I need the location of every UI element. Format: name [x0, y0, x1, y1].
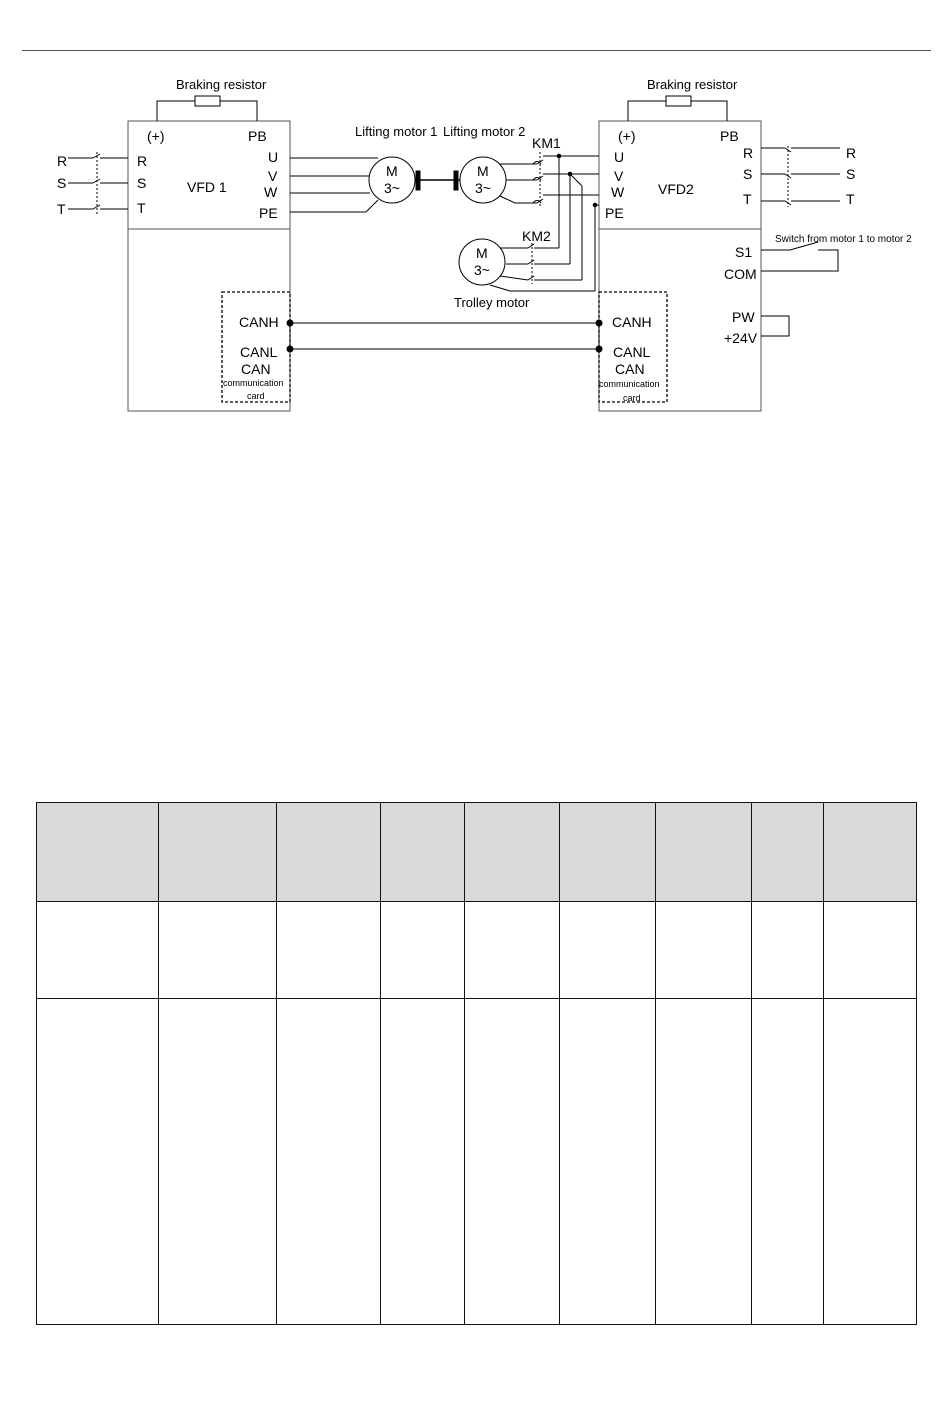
switch-label: Switch from motor 1 to motor 2: [775, 234, 912, 245]
motor1-m: M: [386, 163, 398, 179]
table-row: [36, 901, 917, 999]
vfd2-box: [598, 120, 762, 412]
table-header-cell: [276, 802, 381, 902]
table-cell: [559, 998, 656, 1325]
motor2-m: M: [477, 163, 489, 179]
supply-left-s: S: [57, 175, 66, 191]
vfd2-input-t: T: [743, 191, 752, 207]
vfd2-output-u: U: [614, 149, 624, 165]
table-cell: [158, 998, 277, 1325]
table-cell: [276, 901, 381, 999]
supply-right-t: T: [846, 191, 855, 207]
supply-right-r: R: [846, 145, 856, 161]
vfd1-pb-label: PB: [248, 128, 267, 144]
table-cell: [823, 901, 917, 999]
km2-label: KM2: [522, 228, 551, 244]
table-header-row: [36, 802, 917, 902]
table-cell: [36, 901, 159, 999]
trolley-phase: 3~: [474, 262, 490, 278]
vfd2-24v: +24V: [724, 330, 758, 346]
vfd1-input-t: T: [137, 200, 146, 216]
table-cell: [380, 901, 465, 999]
vfd1-card-line1: communication: [223, 378, 284, 388]
trolley-m: M: [476, 245, 488, 261]
table-header-cell: [158, 802, 277, 902]
vfd1-output-w: W: [264, 184, 278, 200]
table-cell: [36, 998, 159, 1325]
empty-table: [36, 802, 917, 1325]
table-cell: [751, 901, 824, 999]
table-cell: [464, 901, 560, 999]
vfd2-card-line1: communication: [599, 379, 660, 389]
table-header-cell: [751, 802, 824, 902]
vfd2-card-line2: card: [623, 393, 641, 403]
table-header-cell: [464, 802, 560, 902]
vfd1-input-r: R: [137, 153, 147, 169]
table-cell: [464, 998, 560, 1325]
vfd2-output-w: W: [611, 184, 625, 200]
table-row: [36, 998, 917, 1325]
table-cell: [751, 998, 824, 1325]
wiring-diagram: Braking resistor (+) PB VFD 1 R S T U V …: [57, 77, 912, 412]
vfd2-can: CAN: [615, 361, 645, 377]
vfd2-input-r: R: [743, 145, 753, 161]
vfd1-output-pe: PE: [259, 205, 278, 221]
vfd2-pw: PW: [732, 309, 755, 325]
table-header-cell: [823, 802, 917, 902]
lifting-motor-2-label: Lifting motor 2: [443, 124, 525, 139]
table-cell: [655, 901, 752, 999]
vfd2-output-pe: PE: [605, 205, 624, 221]
km1-label: KM1: [532, 135, 561, 151]
vfd1-output-v: V: [268, 168, 278, 184]
motor1-phase: 3~: [384, 180, 400, 196]
vfd1-name: VFD 1: [187, 179, 227, 195]
lifting-motor-1-label: Lifting motor 1: [355, 124, 437, 139]
vfd1-input-s: S: [137, 175, 146, 191]
vfd1-braking-resistor-label: Braking resistor: [176, 77, 267, 92]
vfd1-braking-resistor-symbol: [194, 95, 221, 107]
vfd1-output-u: U: [268, 149, 278, 165]
vfd2-braking-resistor-label: Braking resistor: [647, 77, 738, 92]
motor2-phase: 3~: [475, 180, 491, 196]
trolley-motor-symbol: [458, 238, 506, 286]
supply-left-t: T: [57, 201, 66, 217]
table-cell: [655, 998, 752, 1325]
vfd1-box: [127, 120, 291, 412]
supply-right-s: S: [846, 166, 855, 182]
vfd1-card-line2: card: [247, 391, 265, 401]
vfd1-canl: CANL: [240, 344, 278, 360]
vfd2-name: VFD2: [658, 181, 694, 197]
vfd2-plus-label: (+): [618, 128, 636, 144]
vfd2-input-s: S: [743, 166, 752, 182]
vfd1-canh: CANH: [239, 314, 279, 330]
table-cell: [559, 901, 656, 999]
table-cell: [276, 998, 381, 1325]
table-header-cell: [559, 802, 656, 902]
vfd2-output-v: V: [614, 168, 624, 184]
table-cell: [158, 901, 277, 999]
vfd2-s1: S1: [735, 244, 752, 260]
vfd1-plus-label: (+): [147, 128, 165, 144]
table-header-cell: [655, 802, 752, 902]
vfd2-com: COM: [724, 266, 757, 282]
table-header-cell: [36, 802, 159, 902]
vfd1-can: CAN: [241, 361, 271, 377]
vfd2-pb-label: PB: [720, 128, 739, 144]
header-rule: [22, 50, 931, 51]
vfd2-canl: CANL: [613, 344, 651, 360]
table-cell: [380, 998, 465, 1325]
table-header-cell: [380, 802, 465, 902]
table-cell: [823, 998, 917, 1325]
vfd2-braking-resistor-symbol: [665, 95, 692, 107]
vfd2-canh: CANH: [612, 314, 652, 330]
trolley-motor-label: Trolley motor: [454, 295, 530, 310]
supply-left-r: R: [57, 153, 67, 169]
